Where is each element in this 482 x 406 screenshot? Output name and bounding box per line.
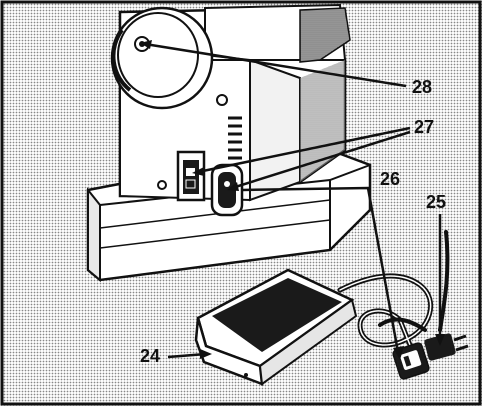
screw-lower [157, 180, 167, 190]
handwheel [110, 6, 214, 110]
arrowhead-28 [140, 40, 152, 49]
vent-slots [228, 116, 242, 160]
machine-body [118, 3, 347, 202]
leader-lines [144, 42, 442, 359]
power-cord [378, 230, 450, 332]
leader-26 [241, 186, 400, 353]
arrowhead-26 [393, 346, 404, 360]
callout-25: 25 [426, 192, 447, 212]
arrowhead-25 [435, 334, 445, 346]
leader-27b [231, 130, 411, 190]
leader-24 [167, 352, 207, 359]
foot-control [194, 268, 358, 386]
callout-28: 28 [412, 77, 433, 97]
leader-27a [197, 126, 411, 174]
leader-28 [144, 42, 407, 88]
callout-26: 26 [380, 169, 401, 189]
arrowhead-24 [200, 349, 212, 359]
arrowhead-27a [192, 167, 204, 176]
leader-arrowheads [140, 40, 445, 360]
screw-upper [216, 94, 228, 106]
arrowhead-27b [227, 182, 239, 191]
power-switch [176, 150, 206, 202]
wall-plug [424, 333, 469, 361]
callout-24: 24 [140, 346, 161, 366]
callout-27: 27 [414, 117, 435, 137]
upper-cover [299, 7, 351, 63]
